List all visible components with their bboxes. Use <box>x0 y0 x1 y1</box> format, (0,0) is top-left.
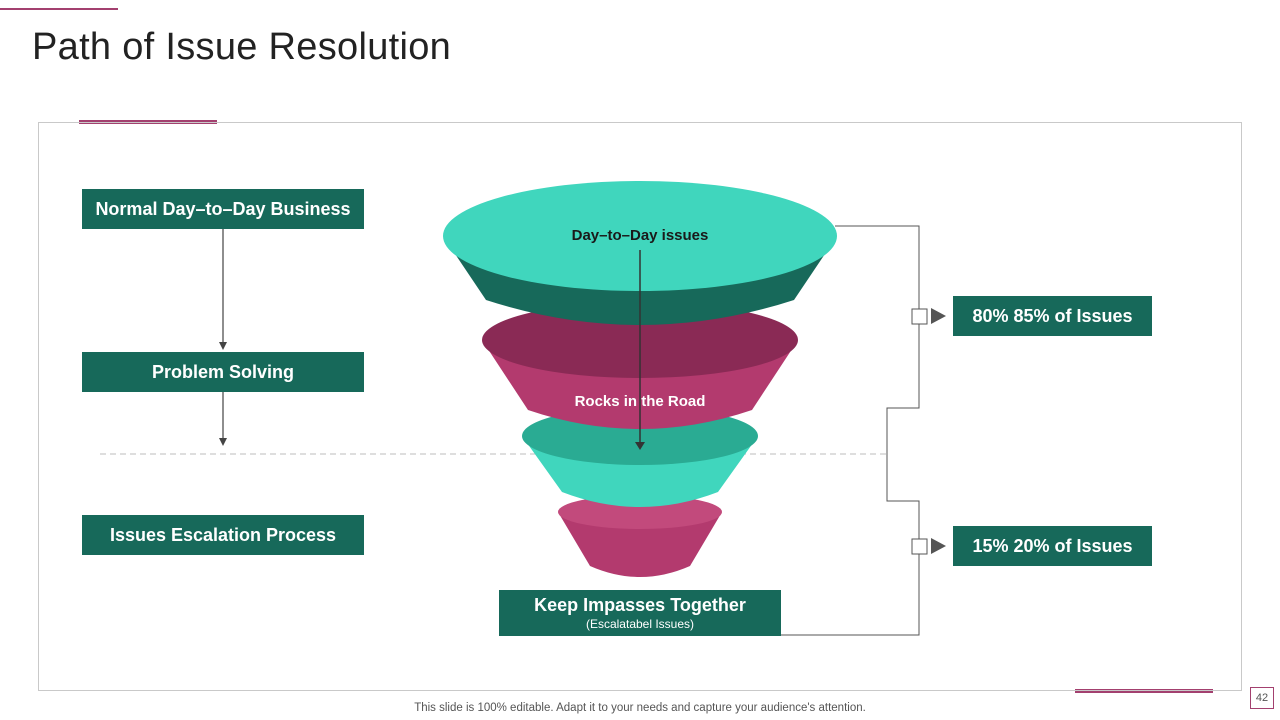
page-number: 42 <box>1250 687 1274 709</box>
step-label-normal-business: Normal Day–to–Day Business <box>95 198 351 219</box>
stat-label-lower: 15% 20% of Issues <box>972 535 1133 556</box>
upper-connector-arrow <box>931 308 946 324</box>
funnel-layer-4-top <box>558 495 722 529</box>
frame-bottom-accent <box>1075 689 1213 693</box>
top-accent-line <box>0 8 118 10</box>
step-box-normal-business: Normal Day–to–Day Business <box>82 189 364 229</box>
upper-bracket <box>835 225 920 454</box>
lower-bracket <box>781 454 920 636</box>
bottom-box-impasses: Keep Impasses Together (Escalatabel Issu… <box>499 590 781 636</box>
funnel-top-label: Day–to–Day issues <box>571 227 709 244</box>
footer-note: This slide is 100% editable. Adapt it to… <box>414 702 866 714</box>
page-title: Path of Issue Resolution <box>32 26 452 68</box>
content-frame <box>38 122 1242 691</box>
step-label-problem-solving: Problem Solving <box>151 361 295 382</box>
stat-label-upper: 80% 85% of Issues <box>972 305 1133 326</box>
funnel-layer-1-top <box>443 181 837 291</box>
lower-connector-square <box>911 538 928 555</box>
bottom-box-sublabel: (Escalatabel Issues) <box>585 617 695 631</box>
stat-box-upper: 80% 85% of Issues <box>953 296 1152 336</box>
step-label-escalation: Issues Escalation Process <box>109 524 337 545</box>
bottom-box-label: Keep Impasses Together <box>534 595 746 615</box>
funnel-middle-label: Rocks in the Road <box>574 393 706 410</box>
upper-connector-square <box>911 308 928 325</box>
step-box-escalation: Issues Escalation Process <box>82 515 364 555</box>
left-arrowhead-1 <box>219 342 227 350</box>
funnel-center-arrowhead <box>635 442 645 450</box>
left-arrowhead-2 <box>219 438 227 446</box>
lower-connector-arrow <box>931 538 946 554</box>
funnel-layer-4-side <box>558 512 722 577</box>
step-box-problem-solving: Problem Solving <box>82 352 364 392</box>
stat-box-lower: 15% 20% of Issues <box>953 526 1152 566</box>
